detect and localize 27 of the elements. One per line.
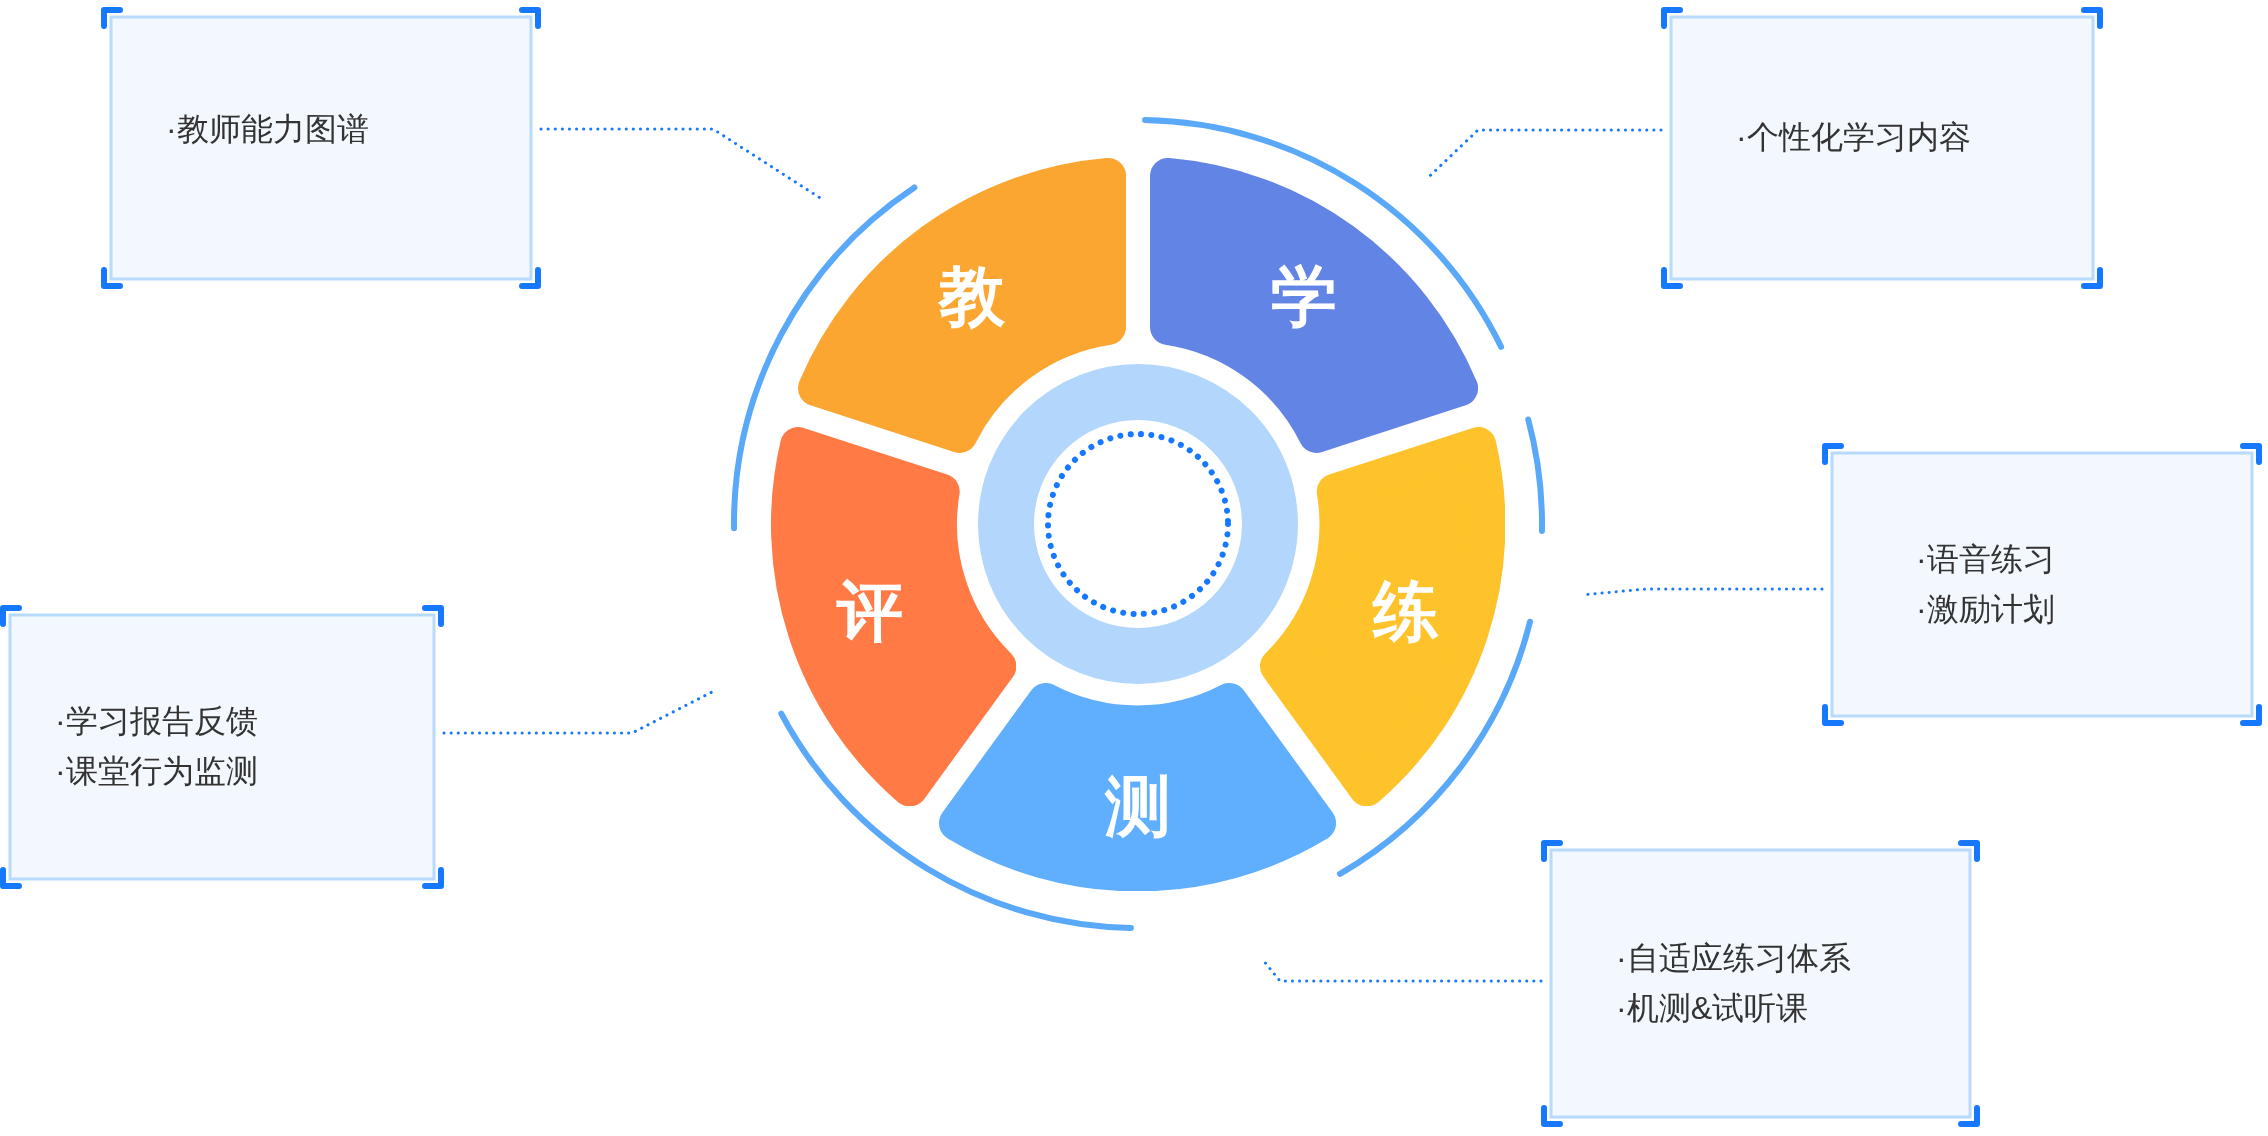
ring-segment [939, 682, 1337, 891]
info-card [1661, 7, 2103, 289]
segment-label: 测 [1105, 773, 1171, 839]
info-card [1541, 840, 1980, 1127]
leader-line [1428, 128, 1663, 177]
ring-segment [1259, 426, 1505, 806]
info-card [101, 7, 541, 289]
leader-line [1262, 959, 1543, 983]
ring-segment [771, 426, 1017, 806]
bullet-text: ·自适应练习体系 [1616, 938, 1851, 978]
info-card [0, 605, 444, 889]
segment-label: 评 [836, 578, 903, 645]
bullet-text: ·教师能力图谱 [166, 110, 369, 149]
bullet-text: ·学习报告反馈 [55, 702, 258, 741]
leader-line [539, 127, 822, 200]
info-card [1822, 443, 2262, 726]
bullet-text: ·课堂行为监测 [55, 752, 258, 791]
ring-segment [1149, 158, 1478, 454]
bullet-text: ·机测&试听课 [1616, 988, 1808, 1028]
segment-label: 学 [1270, 262, 1337, 329]
segment-label: 教 [939, 262, 1006, 329]
bullet-text: ·激励计划 [1916, 589, 2055, 629]
ring-segment [798, 158, 1127, 454]
segment-label: 练 [1373, 578, 1440, 645]
bullet-text: ·个性化学习内容 [1736, 118, 1971, 157]
bullet-text: ·语音练习 [1916, 539, 2055, 579]
leader-line [1586, 587, 1824, 596]
